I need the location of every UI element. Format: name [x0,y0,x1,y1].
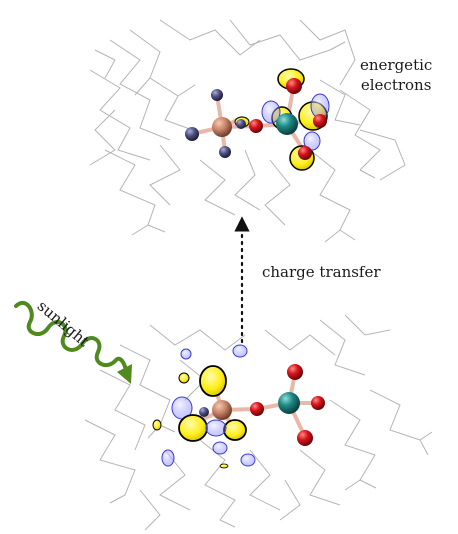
bottom-orbital-lobes [152,344,256,469]
energetic-label-line1: energetic [360,56,433,74]
bottom-atoms [199,364,325,446]
bottom-wireframe-ligands [84,314,433,531]
charge-transfer-label: charge transfer [262,263,381,281]
top-atoms [185,78,327,160]
top-molecule [89,19,406,243]
energetic-label-line2: electrons [360,76,432,94]
bottom-molecule [84,314,433,531]
top-wireframe-ligands [89,19,406,243]
sunlight-wave-icon [14,300,132,384]
energetic-electrons-label: energetic electrons [360,55,432,95]
